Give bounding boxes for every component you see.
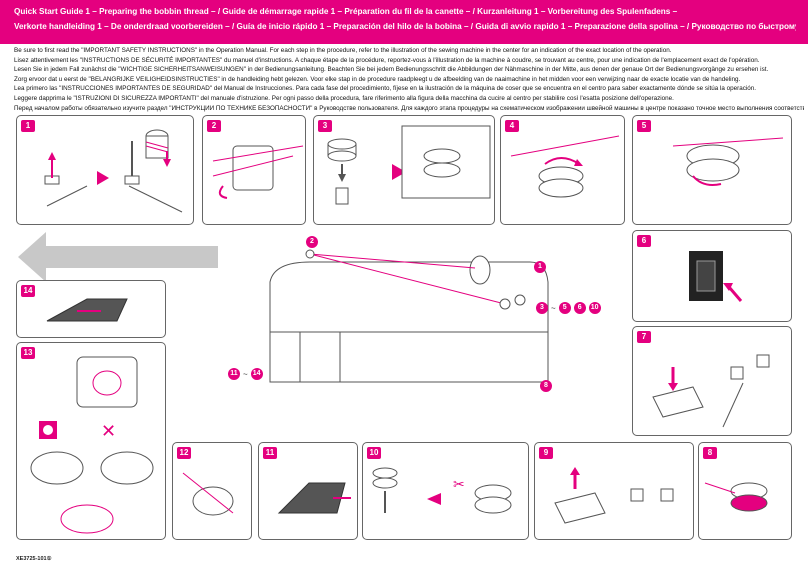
- callout-1-number: 1: [534, 261, 546, 273]
- callout-tilde: ~: [551, 303, 556, 313]
- header-banner: Quick Start Guide 1 – Preparing the bobb…: [0, 0, 808, 44]
- step-6-badge: 6: [637, 235, 651, 247]
- step-9-panel: 9: [534, 442, 694, 540]
- step-13-panel: 13 ✕: [16, 342, 166, 540]
- step-12-badge: 12: [177, 447, 191, 459]
- callout-step-1: 1: [534, 261, 546, 273]
- intro-ru: Перед началом работы обязательно изучите…: [14, 104, 804, 112]
- thread-wrap-illustration: [672, 137, 784, 186]
- sewing-machine-illustration: [269, 249, 549, 383]
- step-2-badge: 2: [207, 120, 221, 132]
- step-6-panel: 6: [632, 230, 792, 322]
- step-7-panel: 7: [632, 326, 792, 436]
- callout-11-number: 11: [228, 368, 240, 380]
- bobbin-cover-illustration: [46, 298, 128, 322]
- step-7-badge: 7: [637, 331, 651, 343]
- step-1-badge: 1: [21, 120, 35, 132]
- callout-step-8: 8: [540, 380, 552, 392]
- callout-3-number: 3: [536, 302, 548, 314]
- intro-en: Be sure to first read the "IMPORTANT SAF…: [14, 47, 672, 54]
- step-3-badge: 3: [318, 120, 332, 132]
- intro-de: Lesen Sie in jedem Fall zunächst die "WI…: [14, 66, 769, 74]
- header-line-2: Verkorte handleiding 1 – De onderdraad v…: [14, 22, 796, 31]
- intro-fr: Lisez attentivement les "INSTRUCTIONS DE…: [14, 56, 760, 64]
- bobbin-insert-illustration: ✕: [30, 356, 154, 534]
- remove-bobbin-illustration: ✂: [372, 467, 512, 514]
- power-switch-illustration: [689, 251, 743, 302]
- document-code: XE3725-101①: [16, 556, 52, 562]
- step-14-panel: 14: [16, 280, 166, 338]
- step-5-badge: 5: [637, 120, 651, 132]
- callout-step-2: 2: [306, 236, 318, 248]
- intro-es: Lea primero las "INSTRUCCIONES IMPORTANT…: [14, 85, 757, 93]
- callout-10-number: 10: [588, 302, 601, 314]
- step-8-panel: 8: [698, 442, 792, 540]
- header-line-1: Quick Start Guide 1 – Preparing the bobb…: [14, 7, 678, 16]
- back-arrow-icon: [18, 232, 218, 282]
- intro-it: Leggere dapprima le "ISTRUZIONI DI SICUR…: [14, 94, 674, 102]
- bobbin-winder-illustration: [44, 129, 183, 213]
- cross-icon: ✕: [101, 421, 116, 442]
- step-11-panel: 11: [258, 442, 358, 540]
- step-10-badge: 10: [367, 447, 381, 459]
- callout-14-number: 14: [250, 368, 263, 380]
- callout-5-number: 5: [558, 302, 571, 314]
- step-3-panel: 3: [313, 115, 495, 225]
- step-4-badge: 4: [505, 120, 519, 132]
- bobbin-placement-illustration: [327, 125, 491, 205]
- step-8-badge: 8: [703, 447, 717, 459]
- thread-guide-illustration: [212, 145, 304, 199]
- step-13-badge: 13: [21, 347, 35, 359]
- callout-steps-11-14: 11 ~ 14: [228, 368, 263, 380]
- step-14-badge: 14: [21, 285, 35, 297]
- step-12-panel: 12: [172, 442, 252, 540]
- scissors-icon: ✂: [453, 477, 465, 493]
- step-1-panel: 1: [16, 115, 194, 225]
- callout-2-number: 2: [306, 236, 318, 248]
- slide-cover-illustration: [277, 482, 351, 514]
- callout-6-number: 6: [573, 302, 586, 314]
- callout-8-number: 8: [540, 380, 552, 392]
- foot-controller-illustration: [652, 354, 770, 428]
- winding-bobbin-illustration: [704, 482, 768, 512]
- callout-steps-3-10: 3 ~ 5 6 10: [536, 302, 601, 314]
- thread-pull-illustration: [182, 472, 234, 516]
- release-pedal-illustration: [554, 467, 674, 524]
- callout-tilde-2: ~: [243, 369, 248, 379]
- step-2-panel: 2: [202, 115, 306, 225]
- intro-text: Be sure to first read the "IMPORTANT SAF…: [14, 46, 804, 113]
- step-5-panel: 5: [632, 115, 792, 225]
- step-10-panel: 10 ✂: [362, 442, 529, 540]
- step-4-panel: 4: [500, 115, 625, 225]
- intro-nl: Zorg ervoor dat u eerst de "BELANGRIJKE …: [14, 75, 741, 83]
- step-11-badge: 11: [263, 447, 277, 459]
- bobbin-rotate-illustration: [510, 135, 620, 198]
- step-9-badge: 9: [539, 447, 553, 459]
